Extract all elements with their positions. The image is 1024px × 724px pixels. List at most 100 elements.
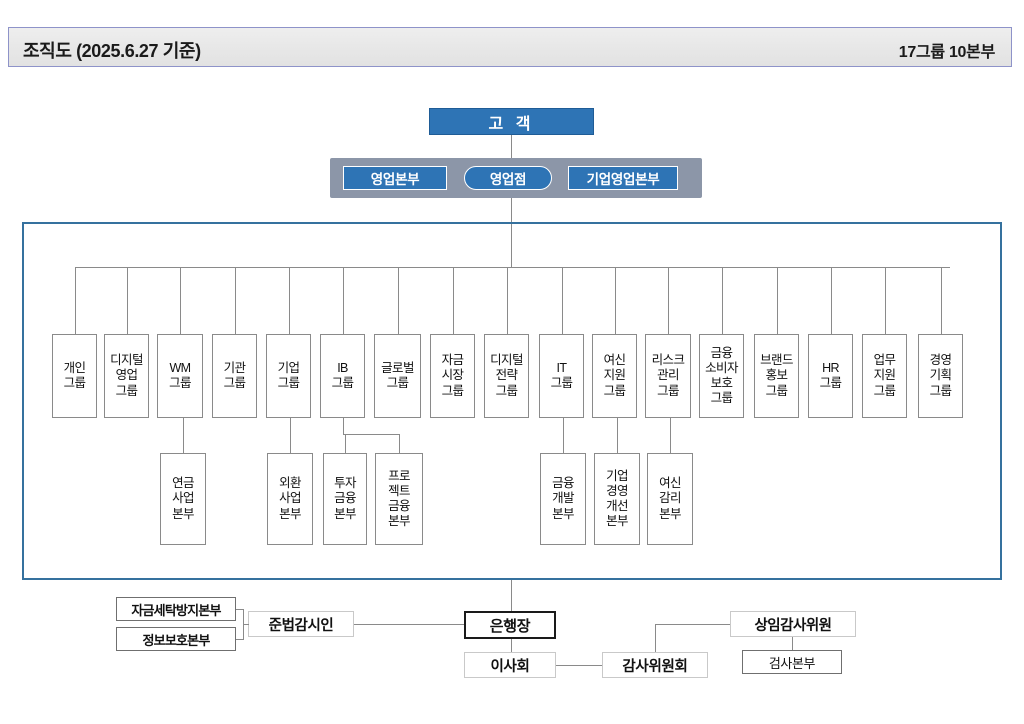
connector-bus-to-group-retail bbox=[74, 267, 76, 334]
division-label-line: 금융 bbox=[388, 499, 410, 513]
group-label-line: 자금 bbox=[441, 353, 464, 368]
connector-ceo-to-board bbox=[511, 639, 512, 652]
connector-bus-to-group-digital-strategy bbox=[506, 267, 508, 334]
group-label-line: 그룹 bbox=[331, 376, 354, 390]
group-label-line: 디지털 bbox=[490, 353, 523, 368]
connector-infosec-to-bracket bbox=[236, 639, 244, 640]
division-label-line: 프로 bbox=[388, 468, 410, 483]
group-label-line: 그룹 bbox=[657, 383, 679, 398]
division-label-line: 외환 bbox=[279, 476, 301, 491]
connector-customer-to-band bbox=[511, 135, 512, 158]
group-label-line: 기관 bbox=[223, 360, 246, 375]
connector-bus-to-group-credit-support bbox=[614, 267, 616, 334]
node-aml-hq: 자금세탁방지본부 bbox=[116, 597, 236, 621]
connector-bus-to-group-management-planning bbox=[940, 267, 942, 334]
group-label-line: IT bbox=[556, 360, 568, 375]
group-label-line: 전략 bbox=[495, 368, 518, 383]
group-label-line: 리스크 bbox=[651, 353, 685, 368]
group-label-line: 소비자 bbox=[705, 360, 738, 375]
connector-bus-to-group-brand-pr bbox=[776, 267, 778, 334]
group-label-line: HR bbox=[822, 360, 839, 375]
connector-frame-stub bbox=[511, 224, 512, 267]
division-label-line: 감리 bbox=[659, 491, 681, 506]
connector-group-to-division-finance-development bbox=[563, 418, 564, 453]
division-label-line: 본부 bbox=[659, 506, 681, 521]
connector-bus-to-group-it bbox=[561, 267, 563, 334]
node-compliance-officer: 준법감시인 bbox=[248, 611, 354, 637]
group-label-line: 영업 bbox=[115, 368, 138, 383]
division-label-line: 개발 bbox=[552, 491, 574, 506]
header-summary-count: 17그룹 10본부 bbox=[898, 44, 996, 61]
connector-board-to-audit-committee bbox=[556, 665, 602, 666]
connector-bus-to-group-corporate bbox=[288, 267, 290, 334]
group-label-line: 기업 bbox=[277, 360, 300, 375]
connector-audit-committee-riser bbox=[655, 624, 656, 652]
division-label-line: 본부 bbox=[552, 506, 574, 521]
connector-bar-to-division-investment-finance bbox=[345, 434, 346, 453]
group-label-line: 홍보 bbox=[765, 368, 788, 383]
group-label-line: 그룹 bbox=[873, 383, 896, 398]
group-label-line: 보호 bbox=[710, 376, 733, 390]
connector-group-to-division-corp-improvement bbox=[617, 418, 618, 453]
page-header: 조직도 (2025.6.27 기준) 17그룹 10본부 bbox=[8, 27, 1012, 67]
connector-bus-to-group-institutional bbox=[234, 267, 236, 334]
group-label-line: 그룹 bbox=[929, 383, 952, 398]
page-title: 조직도 (2025.6.27 기준) bbox=[23, 41, 201, 61]
connector-bus-to-group-global bbox=[397, 267, 399, 334]
group-label-line: 글로벌 bbox=[381, 360, 414, 375]
group-label-line: 그룹 bbox=[63, 376, 86, 390]
connector-auditor-to-inspection bbox=[792, 637, 793, 650]
group-label-line: 그룹 bbox=[115, 383, 138, 398]
group-label-line: 개인 bbox=[63, 360, 86, 375]
group-label-line: 브랜드 bbox=[760, 353, 793, 368]
connector-group-to-division-pension bbox=[183, 418, 184, 453]
group-label-line: 그룹 bbox=[386, 376, 409, 390]
connector-bus-to-group-ib bbox=[342, 267, 344, 334]
group-label-line: 지원 bbox=[873, 368, 896, 383]
group-label-line: 금융 bbox=[710, 345, 733, 360]
group-label-line: 그룹 bbox=[223, 376, 246, 390]
division-label-line: 본부 bbox=[606, 514, 628, 529]
node-standing-auditor: 상임감사위원 bbox=[730, 611, 856, 637]
group-label-line: 여신 bbox=[603, 353, 626, 368]
connector-bus-to-group-consumer-protection bbox=[721, 267, 723, 334]
division-label-line: 개선 bbox=[606, 499, 628, 513]
group-label-line: 그룹 bbox=[765, 383, 788, 398]
connector-bus-to-group-business-support bbox=[884, 267, 886, 334]
connector-group-to-division-fx-business bbox=[290, 418, 291, 453]
connector-audit-committee-to-auditor bbox=[655, 624, 730, 625]
connector-band-to-frame bbox=[511, 198, 512, 222]
connector-bus-to-group-wm bbox=[180, 267, 181, 334]
connector-frame-to-ceo bbox=[511, 580, 512, 611]
group-label-line: 그룹 bbox=[710, 391, 733, 406]
group-label-line: 관리 bbox=[657, 368, 679, 383]
group-label-line: 기획 bbox=[929, 368, 952, 383]
division-label-line: 금융 bbox=[334, 491, 356, 506]
division-label-line: 젝트 bbox=[388, 483, 410, 498]
group-label-line: 그룹 bbox=[277, 376, 300, 390]
node-branch: 영업점 bbox=[464, 166, 552, 190]
division-label-line: 본부 bbox=[172, 506, 194, 521]
group-label-line: WM bbox=[169, 360, 191, 375]
group-label-line: 그룹 bbox=[169, 376, 191, 390]
